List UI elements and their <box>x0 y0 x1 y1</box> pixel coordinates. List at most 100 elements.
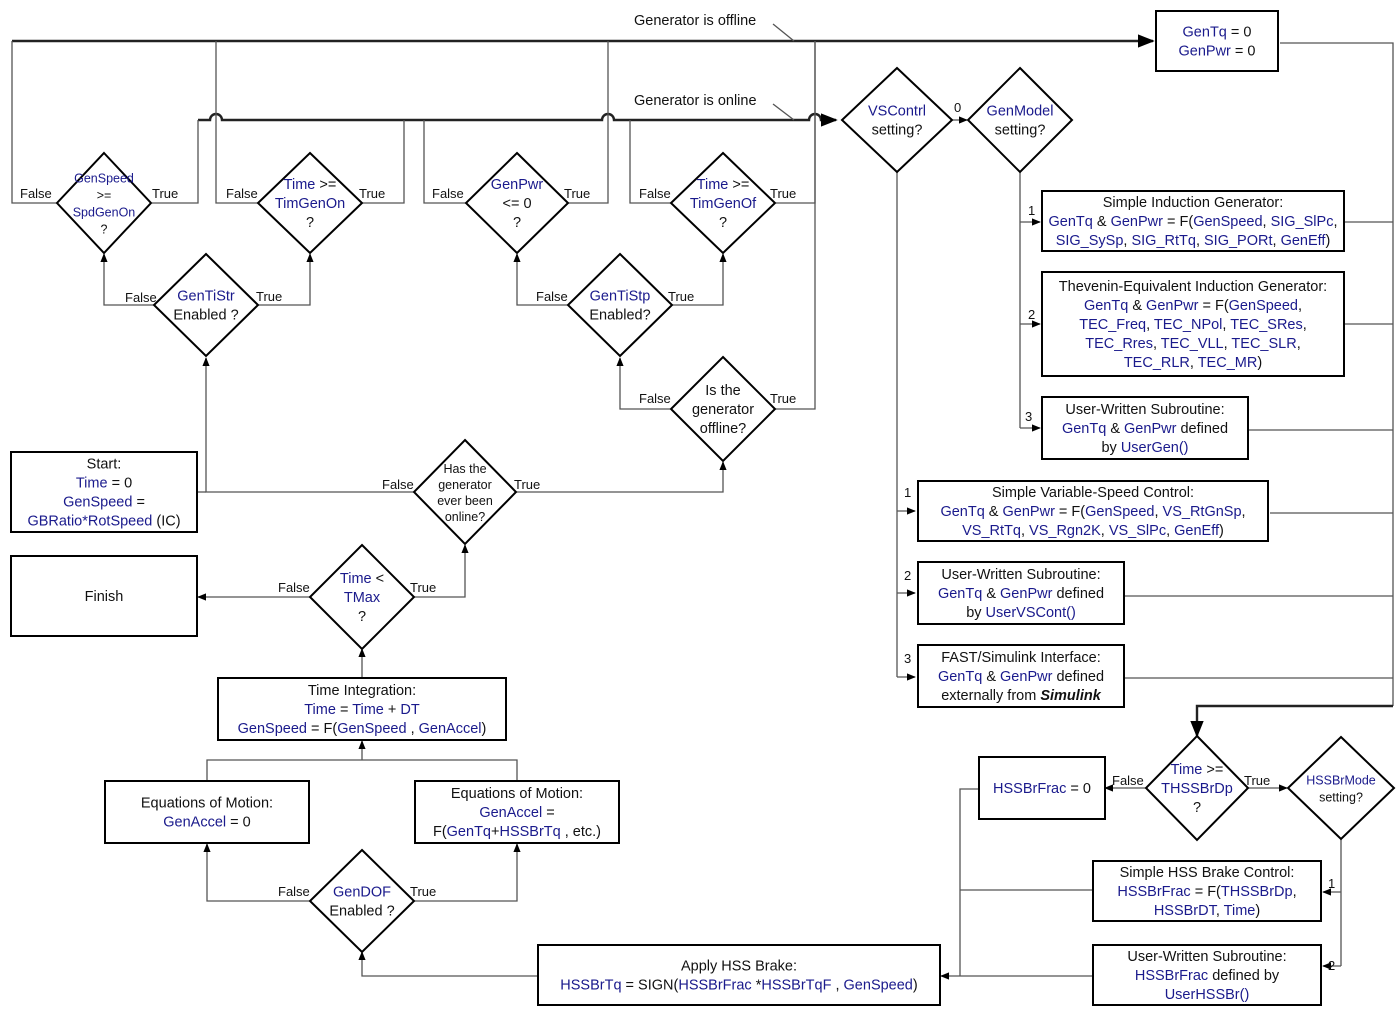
node-text-line: HSSBrFrac defined by <box>1135 968 1280 984</box>
static-text: , <box>1190 355 1198 371</box>
static-text: , <box>1273 233 1281 249</box>
process-box <box>104 780 310 844</box>
node-text-line: VS_RtTq, VS_Rgn2K, VS_SlPc, GenEff) <box>962 523 1224 539</box>
static-text: , <box>407 721 419 737</box>
decision-diamond <box>1286 735 1396 841</box>
node-text-line: VSContrl <box>868 104 926 120</box>
static-text: ? <box>306 215 314 231</box>
node-text-line: Equations of Motion: <box>141 796 273 812</box>
static-text: = F( <box>1163 214 1193 230</box>
label-3: 3 <box>904 651 911 666</box>
offline-pointer <box>772 23 795 42</box>
variable-name: VSContrl <box>868 104 926 120</box>
variable-name: HSSBrTqF <box>761 978 831 994</box>
static-text: >= <box>728 177 749 193</box>
static-text: Equations of Motion: <box>141 796 273 812</box>
variable-name: GenTq <box>1084 298 1128 314</box>
static-text: externally from <box>941 688 1040 704</box>
variable-name: GenTq <box>1049 214 1093 230</box>
online-bus <box>198 112 838 127</box>
variable-name: VS_RtGnSp <box>1163 504 1242 520</box>
static-text: (IC) <box>152 514 180 530</box>
static-text: Finish <box>85 589 124 605</box>
variable-name: HSSBrFrac <box>1117 884 1190 900</box>
static-text: ) <box>913 978 918 994</box>
decision-d-timof: Time >=TimGenOf? <box>669 151 777 255</box>
variable-name: VS_SlPc <box>1109 523 1166 539</box>
variable-name: GenEff <box>1281 233 1327 249</box>
label-false: False <box>278 580 310 595</box>
static-text: Equations of Motion: <box>451 786 583 802</box>
static-text: Apply HSS Brake: <box>681 959 797 975</box>
static-text: & <box>1093 214 1111 230</box>
variable-name: GenSpeed <box>1229 298 1298 314</box>
static-text: defined by <box>1208 968 1280 984</box>
variable-name: TEC_VLL <box>1161 336 1224 352</box>
variable-name: GenPwr <box>1000 669 1053 685</box>
node-text-line: Time = Time + DT <box>304 702 420 718</box>
static-text: , <box>1333 214 1337 230</box>
variable-name: GenPwr <box>1146 298 1199 314</box>
online-pointer <box>772 103 795 121</box>
node-text-line: TimGenOn <box>275 196 345 212</box>
process-box-eom-zero: Equations of Motion: GenAccel = 0 <box>104 780 310 844</box>
variable-name: GenTq <box>1183 25 1227 41</box>
node-text-line: Simple Induction Generator: <box>1103 195 1284 211</box>
static-text: User-Written Subroutine: <box>941 567 1100 583</box>
node-text-line: User-Written Subroutine: <box>1127 949 1286 965</box>
static-text: FAST/Simulink Interface: <box>941 650 1101 666</box>
variable-name: Time <box>76 476 108 492</box>
process-box <box>1041 271 1345 377</box>
static-text: Simulink <box>1040 688 1101 704</box>
node-text-line: Equations of Motion: <box>451 786 583 802</box>
static-text: Simple Induction Generator: <box>1103 195 1284 211</box>
static-text: = SIGN( <box>622 978 679 994</box>
node-text-line: Has the <box>443 462 486 476</box>
static-text: , <box>1101 523 1109 539</box>
label-1: 1 <box>904 485 911 500</box>
decision-diamond <box>256 151 364 255</box>
static-text: , <box>1263 214 1271 230</box>
decision-diamond <box>464 151 570 255</box>
process-box <box>537 944 941 1006</box>
variable-name: GenTq <box>1062 421 1106 437</box>
connectors <box>11 23 1394 980</box>
node-text-line: Finish <box>85 589 124 605</box>
variable-name: GenEff <box>1174 523 1220 539</box>
variable-name: THSSBrDp <box>1221 884 1293 900</box>
process-box <box>10 451 198 533</box>
static-text: = 0 <box>1227 25 1252 41</box>
label-true: True <box>152 186 178 201</box>
node-text-line: setting? <box>1319 791 1363 805</box>
decision-d-timon: Time >= TimGenOn? <box>256 151 364 255</box>
static-text: by <box>1101 440 1120 456</box>
label-false: False <box>382 477 414 492</box>
node-text-line: Is the <box>705 383 740 399</box>
node-text-line: generator <box>438 478 492 492</box>
static-text: ) <box>1255 903 1260 919</box>
label-false: False <box>20 186 52 201</box>
static-text: generator <box>692 402 754 418</box>
node-text-line: F(GenTq+HSSBrTq , etc.) <box>433 824 601 840</box>
node-text-line: GenAccel = <box>479 805 554 821</box>
process-box <box>917 480 1269 542</box>
node-text-line: Time >= <box>284 177 337 193</box>
static-text: = F( <box>1055 504 1085 520</box>
static-text: generator <box>438 478 492 492</box>
variable-name: Time <box>304 702 336 718</box>
static-text: defined <box>1176 421 1228 437</box>
label-true: True <box>564 186 590 201</box>
variable-name: GenAccel <box>163 815 226 831</box>
process-box <box>217 677 507 741</box>
static-text: ) <box>1219 523 1224 539</box>
variable-name: GenSpeed <box>1085 504 1154 520</box>
static-text: = F( <box>307 721 337 737</box>
static-text: offline? <box>700 421 747 437</box>
variable-name: GenPwr <box>491 177 544 193</box>
static-text: , <box>1224 336 1232 352</box>
static-text: ) <box>1257 355 1262 371</box>
node-text-line: GenAccel = 0 <box>163 815 250 831</box>
